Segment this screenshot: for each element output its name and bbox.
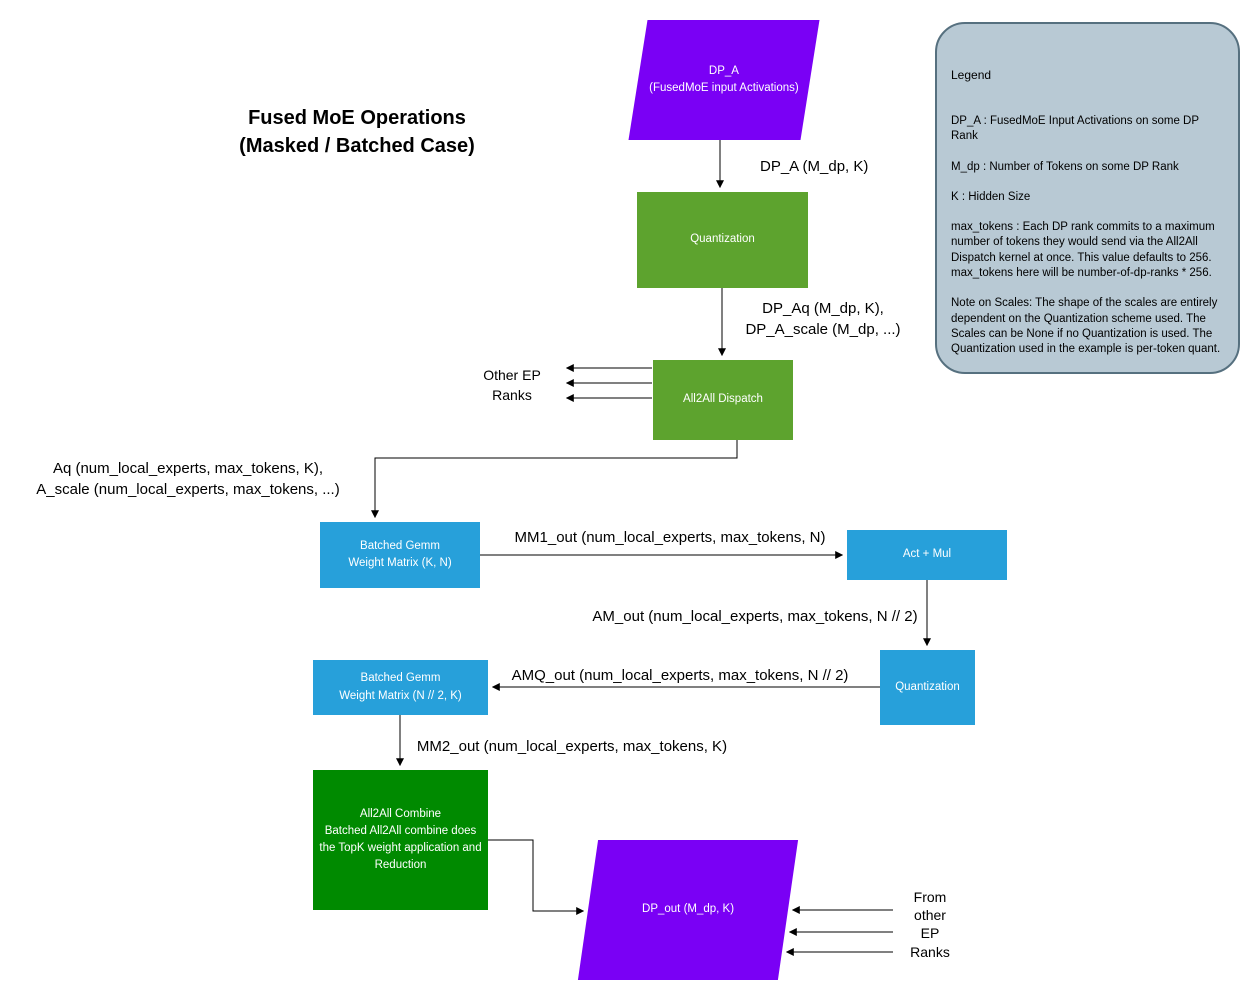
node-quantization-1-label: Quantization xyxy=(690,233,755,246)
edge-label-dp-a-out: DP_A (M_dp, K) xyxy=(760,158,869,175)
edge-label-mm2-out: MM2_out (num_local_experts, max_tokens, … xyxy=(416,738,728,755)
label-from-other-ep-ranks: From other EP Ranks xyxy=(910,889,950,960)
node-batched-gemm-1: Batched Gemm Weight Matrix (K, N) xyxy=(320,522,480,588)
node-all2all-dispatch-label: All2All Dispatch xyxy=(683,393,763,406)
node-batched-gemm-2: Batched Gemm Weight Matrix (N // 2, K) xyxy=(313,660,488,715)
legend-item-dp-a: DP_A : FusedMoE Input Activations on som… xyxy=(951,115,1199,143)
legend-item-m-dp: M_dp : Number of Tokens on some DP Rank xyxy=(951,160,1179,173)
legend-item-max-tokens: max_tokens : Each DP rank commits to a m… xyxy=(951,221,1215,279)
edge-label-am-out: AM_out (num_local_experts, max_tokens, N… xyxy=(592,608,918,625)
node-dp-a: DP_A (FusedMoE input Activations) xyxy=(628,20,820,140)
node-all2all-combine-label: All2All Combine Batched All2All combine … xyxy=(319,807,482,872)
edge-label-dp-aq-out: DP_Aq (M_dp, K), DP_A_scale (M_dp, ...) xyxy=(745,300,901,338)
arrow-combine-to-dpout xyxy=(488,839,585,915)
edge-label-aq-out: Aq (num_local_experts, max_tokens, K), A… xyxy=(36,460,340,498)
node-all2all-combine: All2All Combine Batched All2All combine … xyxy=(313,770,488,910)
node-dp-out: DP_out (M_dp, K) xyxy=(577,840,799,980)
node-batched-gemm-1-label: Batched Gemm Weight Matrix (K, N) xyxy=(348,539,452,569)
edge-label-amq-out: AMQ_out (num_local_experts, max_tokens, … xyxy=(511,667,849,684)
node-quantization-2-label: Quantization xyxy=(895,680,960,693)
diagram-title: Fused MoE Operations (Masked / Batched C… xyxy=(239,107,475,157)
node-act-mul: Act + Mul xyxy=(847,530,1007,580)
node-dp-a-label: DP_A (FusedMoE input Activations) xyxy=(649,64,799,94)
arrow-dispatch-to-gemm1 xyxy=(371,440,738,519)
label-other-ep-ranks: Other EP Ranks xyxy=(483,367,541,403)
node-quantization-2: Quantization xyxy=(880,650,975,725)
node-quantization-1: Quantization xyxy=(637,192,808,288)
edge-label-mm1-out: MM1_out (num_local_experts, max_tokens, … xyxy=(514,529,826,546)
legend-item-note-on-scales: Note on Scales: The shape of the scales … xyxy=(951,297,1221,356)
node-batched-gemm-2-label: Batched Gemm Weight Matrix (N // 2, K) xyxy=(339,672,462,702)
legend-item-k: K : Hidden Size xyxy=(951,190,1031,203)
legend-panel: Legend DP_A : FusedMoE Input Activations… xyxy=(935,22,1240,374)
node-all2all-dispatch: All2All Dispatch xyxy=(653,360,793,440)
node-dp-out-label: DP_out (M_dp, K) xyxy=(641,903,735,916)
legend-title: Legend xyxy=(951,68,992,82)
node-act-mul-label: Act + Mul xyxy=(902,548,952,561)
